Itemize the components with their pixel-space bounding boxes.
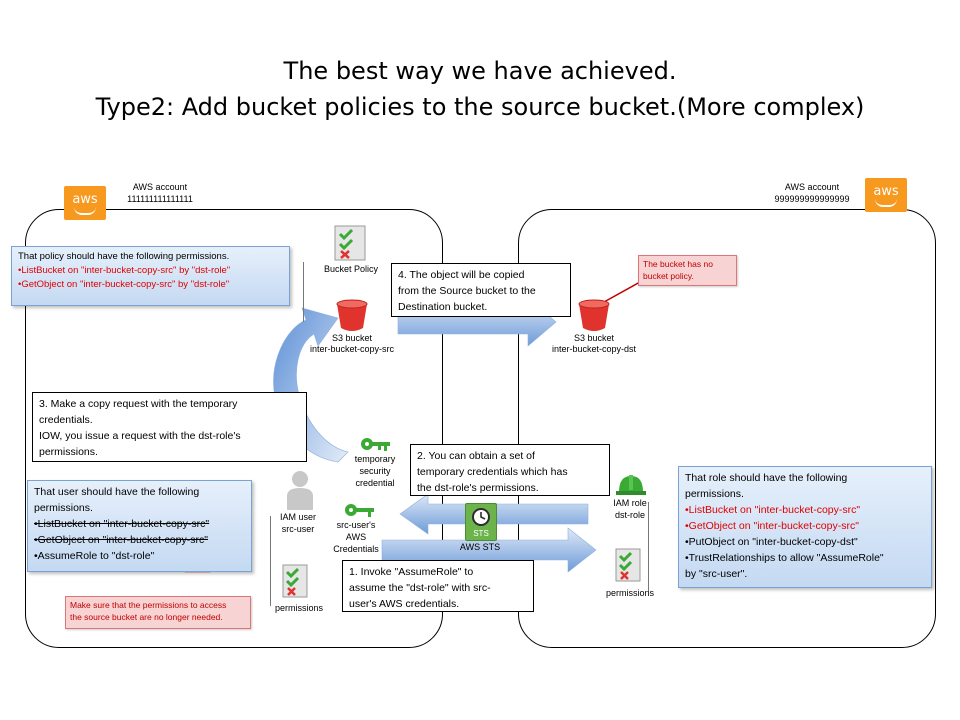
bucket-policy-icon	[334, 225, 366, 261]
src-credential-line-1: src-user's	[336, 520, 376, 530]
policy-note-getobject: •GetObject on "inter-bucket-copy-src" by…	[18, 279, 230, 290]
title-line-2: Type2: Add bucket policies to the source…	[95, 93, 865, 121]
step1-line-3: user's AWS credentials.	[349, 598, 460, 610]
left-permissions-icon	[282, 564, 308, 598]
src-credential-key-icon	[345, 504, 374, 517]
step2-note: 2. You can obtain a set of temporary cre…	[410, 444, 610, 496]
left-account-label: AWS account	[132, 182, 188, 192]
user-connector-line	[270, 516, 271, 606]
step2-line-1: 2. You can obtain a set of	[417, 450, 535, 462]
role-connector-line	[648, 502, 649, 592]
sts-icon-text: STS	[473, 529, 489, 538]
iam-role-label-2: dst-role	[614, 510, 645, 520]
step3-line-3: IOW, you issue a request with the dst-ro…	[39, 430, 241, 442]
warning-note: Make sure that the permissions to access…	[65, 596, 251, 629]
step4-line-1: 4. The object will be copied	[398, 269, 525, 281]
user-note-listbucket: •ListBucket on "inter-bucket-copy-src"	[34, 518, 210, 530]
right-account-boundary	[518, 209, 936, 648]
no-policy-line-2: bucket policy.	[643, 271, 694, 281]
step3-line-4: permissions.	[39, 446, 98, 458]
src-bucket-icon	[336, 299, 368, 331]
role-note-trust: •TrustRelationships to allow "AssumeRole…	[685, 552, 884, 564]
iam-user-label-1: IAM user	[279, 512, 316, 522]
right-permissions-label: permissions	[605, 588, 654, 598]
user-note-line-1: That user should have the following	[34, 486, 200, 498]
step4-note: 4. The object will be copied from the So…	[391, 263, 571, 317]
bucket-policy-label: Bucket Policy	[323, 264, 379, 274]
src-bucket-label-1: S3 bucket	[331, 333, 373, 343]
step3-note: 3. Make a copy request with the temporar…	[32, 392, 307, 462]
role-note-trust-cont: by "src-user".	[685, 568, 748, 580]
role-note-putobject: •PutObject on "inter-bucket-copy-dst"	[685, 536, 858, 548]
no-policy-line-1: The bucket has no	[643, 259, 713, 269]
sts-icon: STS	[465, 503, 497, 541]
right-permissions-icon	[615, 548, 641, 582]
user-note-line-2: permissions.	[34, 502, 93, 514]
title-line-1: The best way we have achieved.	[283, 57, 677, 85]
temp-credential-key-icon	[361, 438, 390, 451]
iam-role-icon	[616, 475, 646, 495]
temp-credential-line-3: credential	[355, 478, 395, 488]
left-account-boundary	[25, 209, 443, 648]
right-account-label: AWS account	[784, 182, 840, 192]
left-account-id: 111111111111111	[127, 194, 193, 204]
iam-user-label-2: src-user	[281, 524, 315, 534]
role-note-line-1: That role should have the following	[685, 472, 848, 484]
user-permissions-note: That user should have the following perm…	[27, 480, 252, 572]
user-note-assumerole: •AssumeRole to "dst-role"	[34, 550, 155, 562]
policy-note-heading: That policy should have the following pe…	[18, 251, 230, 262]
step3-line-2: credentials.	[39, 414, 93, 426]
src-credential-line-2: AWS	[345, 532, 367, 542]
dst-bucket-label-2: inter-bucket-copy-dst	[551, 344, 637, 354]
step2-line-3: the dst-role's permissions.	[417, 482, 539, 494]
step2-line-2: temporary credentials which has	[417, 466, 568, 478]
src-credential-line-3: Credentials	[333, 544, 379, 554]
left-permissions-label: permissions	[274, 603, 323, 613]
policy-note-listbucket: •ListBucket on "inter-bucket-copy-src" b…	[18, 265, 231, 276]
role-note-listbucket: •ListBucket on "inter-bucket-copy-src"	[685, 504, 861, 516]
src-bucket-label-2: inter-bucket-copy-src	[309, 344, 395, 354]
iam-user-icon	[287, 471, 313, 510]
role-note-line-2: permissions.	[685, 488, 744, 500]
sts-label: AWS STS	[459, 542, 501, 552]
policy-connector-line	[303, 262, 304, 322]
dst-bucket-label-1: S3 bucket	[573, 333, 615, 343]
aws-logo-left: aws	[64, 186, 106, 220]
step1-line-2: assume the "dst-role" with src-	[349, 582, 491, 594]
step3-line-1: 3. Make a copy request with the temporar…	[39, 398, 238, 410]
role-note-getobject: •GetObject on "inter-bucket-copy-src"	[685, 520, 859, 532]
dst-bucket-icon	[578, 299, 610, 331]
warning-line-2: the source bucket are no longer needed.	[70, 612, 223, 622]
bucket-policy-note: That policy should have the following pe…	[11, 246, 290, 306]
user-note-getobject: •GetObject on "inter-bucket-copy-src"	[34, 534, 208, 546]
temp-credential-line-1: temporary	[354, 454, 396, 464]
warning-line-1: Make sure that the permissions to access	[70, 600, 227, 610]
temp-credential-line-2: security	[359, 466, 391, 476]
step4-line-2: from the Source bucket to the	[398, 285, 536, 297]
no-policy-pointer	[603, 281, 641, 303]
step4-line-3: Destination bucket.	[398, 301, 488, 313]
step1-line-1: 1. Invoke "AssumeRole" to	[349, 566, 474, 578]
no-policy-note: The bucket has no bucket policy.	[638, 255, 737, 286]
step1-note: 1. Invoke "AssumeRole" to assume the "ds…	[342, 560, 534, 612]
role-permissions-note: That role should have the following perm…	[678, 466, 932, 588]
iam-role-label-1: IAM role	[613, 498, 647, 508]
aws-logo-right: aws	[865, 178, 907, 212]
right-account-id: 999999999999999	[774, 194, 850, 204]
